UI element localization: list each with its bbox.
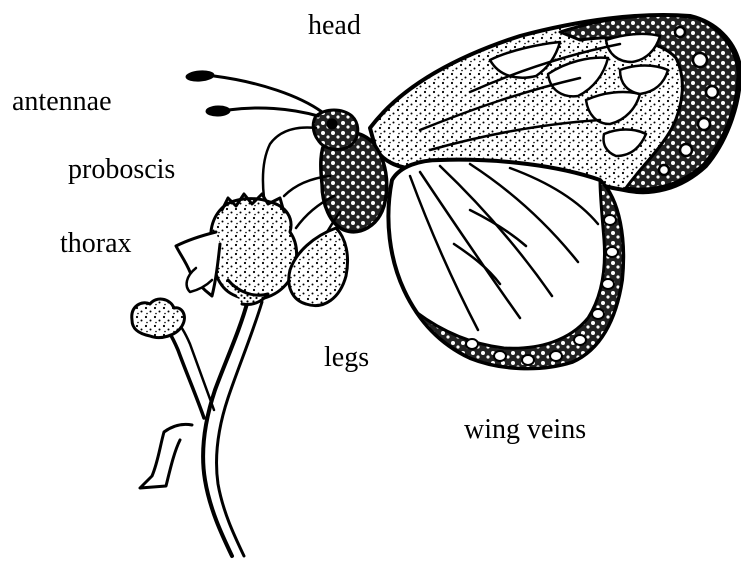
eye xyxy=(327,119,337,129)
label-antennae: antennae xyxy=(12,86,112,117)
forewing-spot xyxy=(693,53,707,67)
butterfly xyxy=(186,15,741,368)
antenna-lower xyxy=(228,108,318,116)
antenna-club-lower xyxy=(206,106,230,117)
label-wing-veins: wing veins xyxy=(464,414,586,445)
forewing-spot xyxy=(680,144,692,156)
forewing-spot xyxy=(698,118,710,130)
head xyxy=(313,110,358,149)
label-proboscis: proboscis xyxy=(68,154,175,185)
plant-side-stem-inner xyxy=(174,318,214,410)
forewing-spot xyxy=(706,86,718,98)
plant-bud xyxy=(132,299,185,337)
abdomen xyxy=(289,228,348,306)
antenna-club-upper xyxy=(186,70,215,82)
forewing-spot xyxy=(675,27,685,37)
plant-main-stem-inner xyxy=(216,302,262,556)
label-head: head xyxy=(308,10,361,41)
forewing-spot xyxy=(659,165,669,175)
flower-head xyxy=(211,199,297,300)
plant-twig xyxy=(140,424,192,488)
flower-plant xyxy=(132,194,297,556)
label-legs: legs xyxy=(324,342,369,373)
proboscis xyxy=(263,128,316,198)
plant-main-stem xyxy=(203,300,248,556)
label-thorax: thorax xyxy=(60,228,132,259)
